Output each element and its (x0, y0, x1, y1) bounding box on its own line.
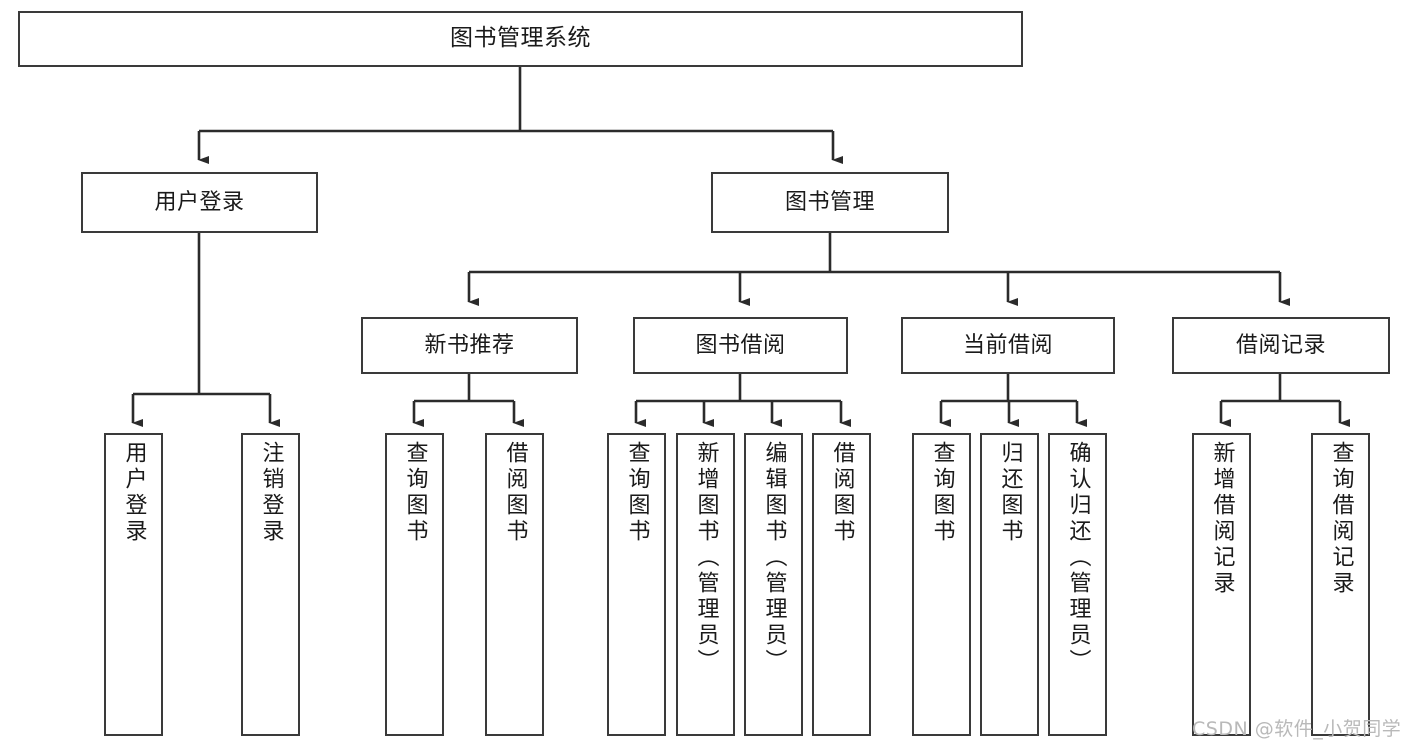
leaf-return-book[interactable]: 归还图书 (980, 433, 1039, 736)
node-book-manage[interactable]: 图书管理 (711, 172, 949, 233)
leaf-query-record[interactable]: 查询借阅记录 (1311, 433, 1370, 736)
node-root[interactable]: 图书管理系统 (18, 11, 1023, 67)
leaf-logout[interactable]: 注销登录 (241, 433, 300, 736)
node-root-label: 图书管理系统 (450, 25, 591, 52)
leaf-return-book-label: 归还图书 (997, 441, 1023, 545)
leaf-query-book-3[interactable]: 查询图书 (912, 433, 971, 736)
leaf-add-book[interactable]: 新增图书（管理员） (676, 433, 735, 736)
node-borrow-record[interactable]: 借阅记录 (1172, 317, 1390, 374)
leaf-confirm-return[interactable]: 确认归还（管理员） (1048, 433, 1107, 736)
leaf-query-book-3-label: 查询图书 (929, 441, 955, 545)
leaf-edit-book[interactable]: 编辑图书（管理员） (744, 433, 803, 736)
leaf-user-login[interactable]: 用户登录 (104, 433, 163, 736)
leaf-add-record[interactable]: 新增借阅记录 (1192, 433, 1251, 736)
leaf-query-record-label: 查询借阅记录 (1328, 441, 1354, 597)
leaf-add-record-label: 新增借阅记录 (1209, 441, 1235, 597)
leaf-query-book-2[interactable]: 查询图书 (607, 433, 666, 736)
leaf-add-book-label: 新增图书（管理员） (693, 441, 719, 675)
leaf-query-book-1[interactable]: 查询图书 (385, 433, 444, 736)
leaf-borrow-book-2[interactable]: 借阅图书 (812, 433, 871, 736)
node-user-login[interactable]: 用户登录 (81, 172, 318, 233)
leaf-query-book-2-label: 查询图书 (624, 441, 650, 545)
node-book-borrow[interactable]: 图书借阅 (633, 317, 848, 374)
node-book-manage-label: 图书管理 (784, 189, 875, 215)
leaf-user-login-label: 用户登录 (121, 441, 147, 545)
node-new-book-rec-label: 新书推荐 (424, 332, 515, 358)
leaf-borrow-book-2-label: 借阅图书 (829, 441, 855, 545)
node-current-borrow-label: 当前借阅 (962, 332, 1053, 358)
leaf-borrow-book-1[interactable]: 借阅图书 (485, 433, 544, 736)
leaf-confirm-return-label: 确认归还（管理员） (1065, 441, 1091, 675)
leaf-borrow-book-1-label: 借阅图书 (502, 441, 528, 545)
node-new-book-rec[interactable]: 新书推荐 (361, 317, 578, 374)
node-borrow-record-label: 借阅记录 (1235, 332, 1326, 358)
leaf-logout-label: 注销登录 (258, 441, 284, 545)
leaf-query-book-1-label: 查询图书 (402, 441, 428, 545)
node-user-login-label: 用户登录 (154, 189, 245, 215)
leaf-edit-book-label: 编辑图书（管理员） (761, 441, 787, 675)
node-current-borrow[interactable]: 当前借阅 (901, 317, 1115, 374)
node-book-borrow-label: 图书借阅 (695, 332, 786, 358)
